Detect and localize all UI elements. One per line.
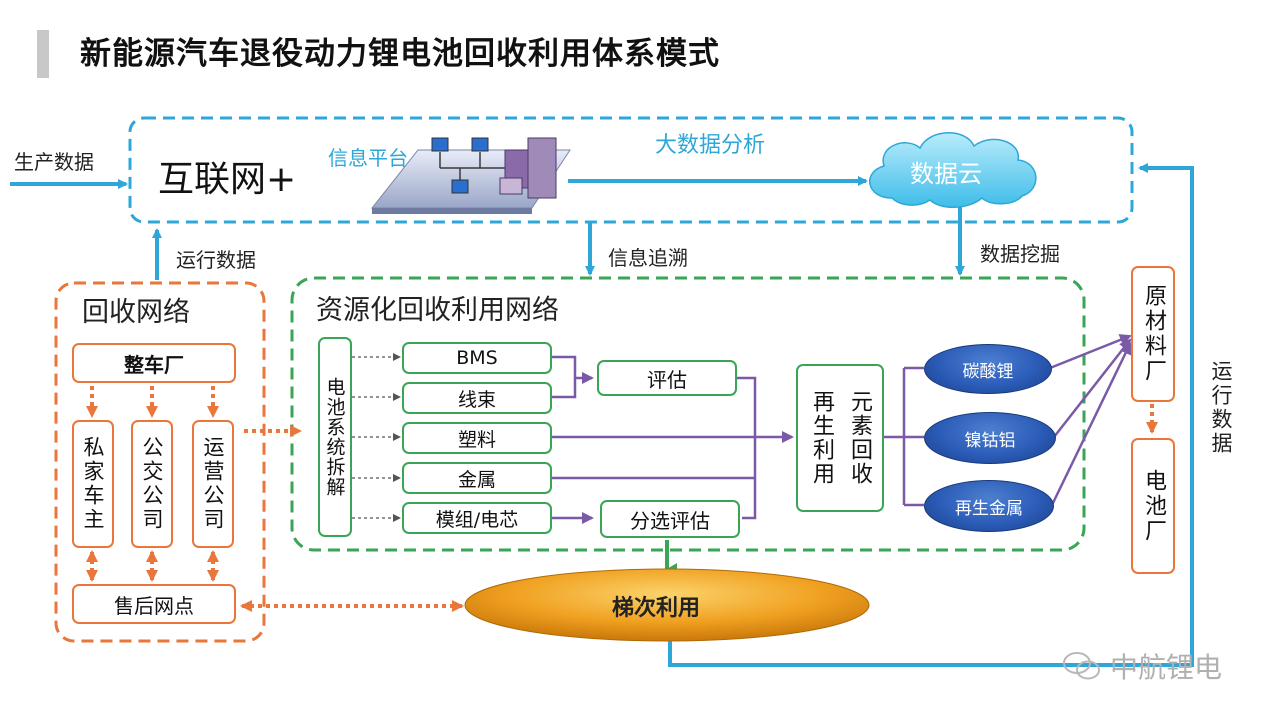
info-platform-label: 信息平台 (328, 146, 408, 170)
part-box-module: 模组/电芯 (402, 502, 552, 534)
part-label-metal: 金属 (457, 468, 496, 491)
regen-box: 元素回收 再生利用 (796, 364, 884, 512)
evaluate-label: 评估 (647, 367, 687, 392)
part-label-module: 模组/电芯 (435, 508, 519, 531)
after-sales-box: 售后网点 (72, 584, 236, 624)
raw-material-factory-label: 原材料厂 (1141, 284, 1166, 384)
product-nca: 镍钴铝 (924, 412, 1056, 464)
product-label-recycled-metal: 再生金属 (955, 498, 1023, 519)
page-title: 新能源汽车退役动力锂电池回收利用体系模式 (80, 36, 720, 72)
recycle-network-frame (54, 281, 266, 643)
cascade-ellipse (464, 568, 870, 642)
regen-elements-label: 元素回收 (847, 390, 872, 486)
factory-box: 整车厂 (72, 343, 236, 383)
info-platform-illustration (370, 137, 571, 214)
sort-evaluate-box: 分选评估 (600, 500, 740, 538)
regen-use-label: 再生利用 (809, 390, 834, 486)
disassembly-box: 电池系统拆解 (318, 337, 352, 537)
part-box-harness: 线束 (402, 382, 552, 414)
product-lithium-carbonate: 碳酸锂 (924, 344, 1052, 394)
watermark-text: 中航锂电 (1110, 651, 1223, 684)
part-label-harness: 线束 (457, 388, 496, 411)
operation-data-right-label: 运行数据 (1209, 360, 1233, 456)
data-cloud-label: 数据云 (910, 160, 982, 188)
wechat-icon (1062, 650, 1102, 682)
title-accent-bar (37, 30, 49, 78)
product-recycled-metal: 再生金属 (924, 480, 1054, 532)
operator-company-label: 运营公司 (201, 436, 225, 532)
raw-material-factory-box: 原材料厂 (1131, 266, 1175, 402)
operation-data-left-label: 运行数据 (176, 248, 256, 272)
sort-evaluate-label: 分选评估 (630, 508, 710, 533)
operator-company-box: 运营公司 (192, 420, 234, 548)
part-label-plastic: 塑料 (457, 428, 496, 451)
disassembly-label: 电池系统拆解 (323, 377, 346, 497)
info-trace-label: 信息追溯 (608, 246, 688, 270)
big-data-label: 大数据分析 (655, 133, 766, 158)
data-mining-label: 数据挖掘 (980, 242, 1060, 266)
factory-label: 整车厂 (124, 352, 184, 377)
evaluate-box: 评估 (597, 360, 737, 396)
bus-company-box: 公交公司 (131, 420, 173, 548)
production-data-label: 生产数据 (14, 150, 94, 174)
internet-frame (128, 116, 1134, 224)
battery-factory-box: 电池厂 (1131, 438, 1175, 574)
internet-plus-label: 互联网+ (158, 159, 297, 200)
part-box-plastic: 塑料 (402, 422, 552, 454)
resource-network-frame (290, 276, 1086, 552)
part-box-bms: BMS (402, 342, 552, 374)
resource-network-title: 资源化回收利用网络 (316, 295, 559, 326)
private-owner-label: 私家车主 (81, 436, 105, 532)
battery-factory-label: 电池厂 (1141, 468, 1166, 544)
private-owner-box: 私家车主 (72, 420, 114, 548)
after-sales-label: 售后网点 (114, 593, 194, 618)
bus-company-label: 公交公司 (140, 436, 164, 532)
data-cloud-shape (868, 132, 1037, 208)
product-label-nca: 镍钴铝 (964, 430, 1016, 451)
product-label-lithium-carbonate: 碳酸锂 (962, 361, 1014, 382)
recycle-network-title: 回收网络 (82, 297, 190, 328)
cascade-use-label: 梯次利用 (612, 596, 701, 621)
part-label-bms: BMS (456, 347, 498, 369)
part-box-metal: 金属 (402, 462, 552, 494)
